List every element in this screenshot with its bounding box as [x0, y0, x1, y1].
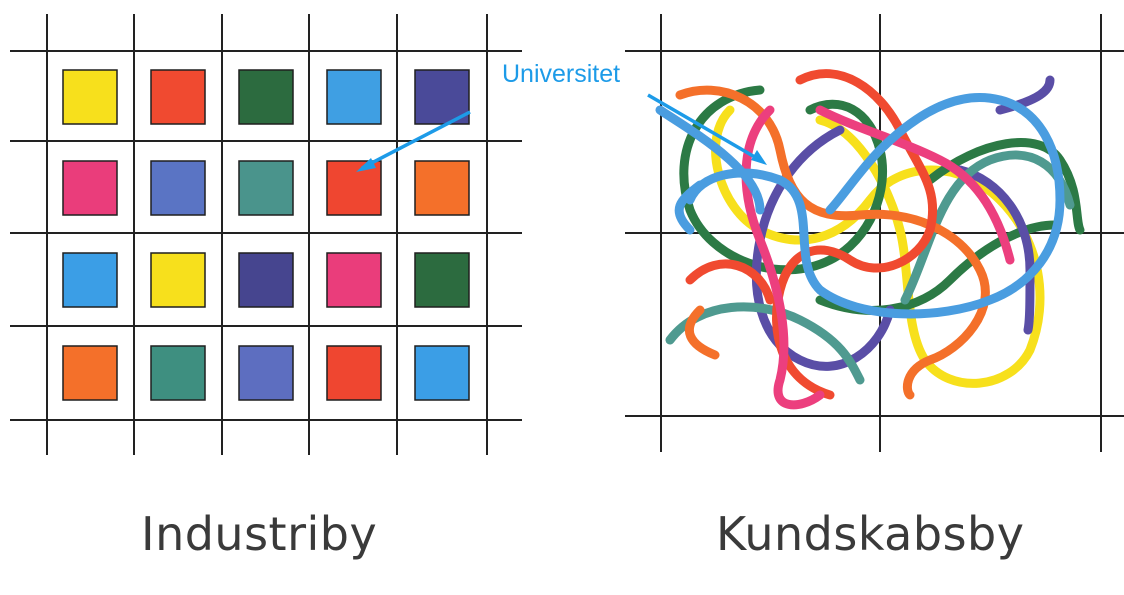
strand-red	[685, 69, 938, 400]
colored-square-r1-c5	[414, 69, 470, 125]
colored-square-r4-c5	[414, 345, 470, 401]
strand-blue	[655, 92, 1065, 319]
caption-kundskabsby: Kundskabsby	[716, 507, 1025, 561]
colored-square-r1-c4	[326, 69, 382, 125]
colored-square-r2-c3	[238, 160, 294, 216]
arrow-to-left-square	[361, 110, 471, 170]
colored-square-r2-c1	[62, 160, 118, 216]
caption-industriby: Industriby	[141, 507, 378, 561]
colored-square-r2-c2	[150, 160, 206, 216]
industriby-grid-lines	[10, 14, 522, 455]
colored-square-r3-c3	[238, 252, 294, 308]
arrow-head-left	[356, 158, 376, 172]
annotation-label-universitet: Universitet	[502, 60, 621, 88]
colored-square-r1-c2	[150, 69, 206, 125]
strand-pink	[741, 105, 1015, 410]
colored-square-r2-c5	[414, 160, 470, 216]
annotation-arrows	[356, 93, 767, 172]
industriby-squares	[62, 69, 470, 401]
arrow-head-right	[751, 150, 767, 165]
colored-square-r3-c4	[326, 252, 382, 308]
colored-square-r4-c3	[238, 345, 294, 401]
strand-orange	[675, 85, 990, 400]
colored-square-r1-c1	[62, 69, 118, 125]
colored-square-r3-c5	[414, 252, 470, 308]
colored-square-r3-c1	[62, 252, 118, 308]
colored-square-r4-c1	[62, 345, 118, 401]
kundskabsby-grid-lines	[625, 14, 1124, 452]
colored-square-r4-c2	[150, 345, 206, 401]
colored-square-r1-c3	[238, 69, 294, 125]
colored-square-r4-c4	[326, 345, 382, 401]
colored-square-r2-c4	[326, 160, 382, 216]
colored-square-r3-c2	[150, 252, 206, 308]
kundskabsby-strands	[655, 69, 1085, 410]
arrow-to-right-strands	[647, 93, 761, 162]
